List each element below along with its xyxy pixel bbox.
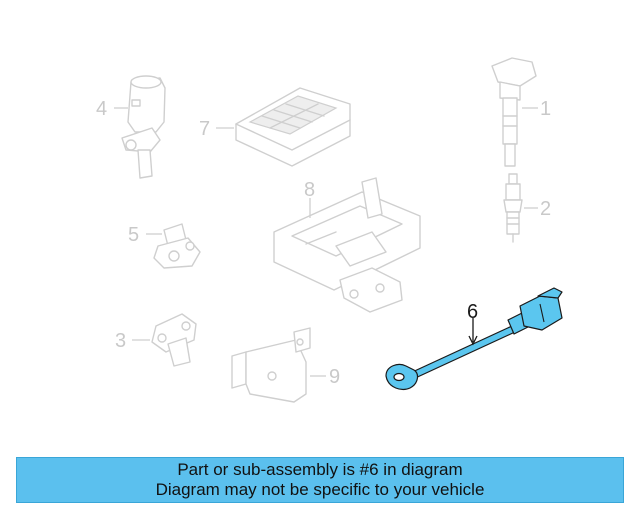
banner-line-disclaimer: Diagram may not be specific to your vehi…: [155, 480, 485, 499]
callout-9: 9: [329, 366, 340, 388]
part-8-bracket: [273, 177, 421, 313]
part-5-sensor: [153, 223, 201, 269]
connector-plug: [519, 295, 563, 331]
part-7-control-module: [235, 87, 351, 167]
callout-4: 4: [96, 98, 107, 120]
connector-top: [537, 287, 563, 299]
exploded-parts-diagram: 4 7 1: [96, 57, 563, 403]
part-1-ignition-coil: [491, 57, 537, 167]
part-3-sensor: [151, 313, 197, 367]
sensor-ring-hole: [393, 372, 405, 382]
connector-detail: [539, 303, 545, 323]
sensor-cable: [407, 325, 516, 381]
part-9-bracket: [231, 327, 311, 403]
part-6-knock-sensor[interactable]: [385, 287, 563, 391]
info-banner: Part or sub-assembly is #6 in diagram Di…: [16, 457, 624, 503]
callout-2: 2: [540, 198, 551, 220]
callout-3: 3: [115, 330, 126, 352]
lead-arrowhead-6: [468, 335, 478, 346]
callout-5: 5: [128, 224, 139, 246]
callout-6: 6: [467, 301, 478, 323]
part-2-spark-plug: [503, 173, 523, 243]
callout-8: 8: [304, 179, 315, 201]
part-4-position-sensor: [121, 75, 166, 179]
callout-7: 7: [199, 118, 210, 140]
banner-line-part: Part or sub-assembly is #6 in diagram: [177, 460, 463, 479]
callout-1: 1: [540, 98, 551, 120]
